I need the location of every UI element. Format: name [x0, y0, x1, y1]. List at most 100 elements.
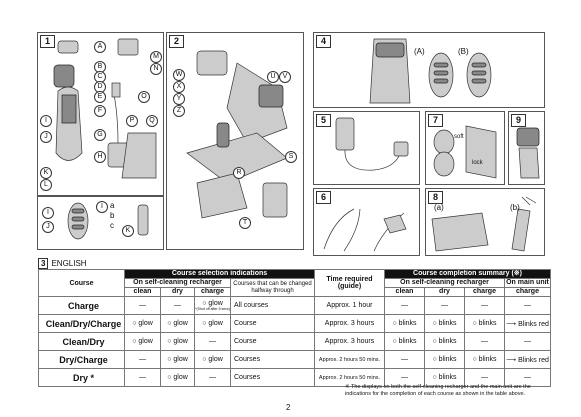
caption-a: (a) [434, 203, 444, 212]
label-i-sub: I [96, 201, 108, 213]
cell-halfway: Course [230, 332, 315, 351]
cell-dry: — [160, 296, 195, 315]
figure-panel-1-controls: I J I a b c K [37, 196, 164, 250]
figure-panel-8: 8 (a) (b) [425, 188, 545, 256]
label-o: O [138, 91, 150, 103]
cell-dry: ○ glow [160, 350, 195, 369]
cell-dry: ○ glow [160, 368, 195, 387]
label-g: G [94, 129, 106, 141]
cell-summary-dry: ○ blinks [424, 314, 465, 333]
label-n: N [150, 63, 162, 75]
cell-charge: — [194, 368, 231, 387]
label-j-lower: J [42, 221, 54, 233]
language-label: ENGLISH [51, 259, 87, 268]
cell-summary-clean: — [384, 368, 425, 387]
label-y: Y [173, 93, 185, 105]
cell-halfway: Courses [230, 368, 315, 387]
cell-clean: — [124, 296, 161, 315]
panel-number: 5 [316, 114, 331, 127]
cell-summary-dry: ○ blinks [424, 350, 465, 369]
cell-dry: ○ glow [160, 314, 195, 333]
label-i: I [40, 115, 52, 127]
cleaning-brush-illustration [323, 208, 407, 252]
cell-main-unit: — [503, 332, 552, 351]
cell-summary-dry: ○ blinks [424, 332, 465, 351]
control-panel-illustration [67, 202, 149, 240]
label-q: Q [146, 115, 158, 127]
col-charge-main: charge [503, 287, 552, 297]
label-v: V [279, 71, 291, 83]
cell-summary-clean: — [384, 296, 425, 315]
halfway-header: Courses that can be changed halfway thro… [230, 278, 315, 297]
selection-header: Course selection indications [124, 269, 315, 279]
label-j: J [40, 131, 52, 143]
cell-halfway: Course [230, 314, 315, 333]
label-s: S [285, 151, 297, 163]
cell-charge: ○ glow*(Shut off after 5 secs) [194, 296, 231, 315]
table-row: Charge——○ glow*(Shut off after 5 secs)Al… [38, 296, 552, 315]
cell-halfway: All courses [230, 296, 315, 315]
soft-lock-switch-illustration [433, 125, 497, 179]
cell-time: Approx. 2 hours 50 mins. [314, 350, 385, 369]
footnote: ※ The displays on both the self-cleaning… [345, 384, 531, 397]
course-table: Course Course selection indications Time… [38, 269, 552, 387]
cell-summary-clean: — [384, 350, 425, 369]
panel-number: 9 [511, 114, 526, 127]
sub-c: c [110, 221, 114, 230]
recharger-assembly-illustration [186, 50, 288, 219]
cell-summary-charge: — [464, 296, 505, 315]
label-i-lower: I [42, 207, 54, 219]
main-unit-header: On main unit [503, 278, 552, 288]
cell-halfway: Courses [230, 350, 315, 369]
col-clean-right: clean [384, 287, 425, 297]
panel-number: 6 [316, 191, 331, 204]
label-m: M [150, 51, 162, 63]
caption-a: (A) [414, 47, 425, 56]
cell-summary-dry: — [424, 296, 465, 315]
course-name: Clean/Dry [38, 332, 125, 351]
cell-dry: ○ glow [160, 332, 195, 351]
figure-panel-6: 6 [313, 188, 420, 256]
soft-label: soft [454, 134, 464, 140]
foil-cleaning-illustration [431, 196, 537, 252]
course-name: Dry/Charge [38, 350, 125, 369]
label-t: T [239, 217, 251, 229]
cell-charge: ○ glow [194, 314, 231, 333]
label-c: C [94, 71, 106, 83]
sub-a: a [110, 201, 115, 210]
cell-clean: — [124, 368, 161, 387]
panel-number: 4 [316, 35, 331, 48]
figure-panel-5: 5 [313, 111, 420, 185]
label-k: K [40, 167, 52, 179]
label-r: R [233, 167, 245, 179]
label-z: Z [173, 105, 185, 117]
label-x: X [173, 81, 185, 93]
sub-b: b [110, 211, 115, 220]
head-removal-illustration [516, 127, 540, 179]
figure-panel-7: 7 soft lock [425, 111, 505, 185]
label-l: L [40, 179, 52, 191]
caption-b: (B) [458, 47, 469, 56]
cell-time: Approx. 3 hours [314, 314, 385, 333]
cell-clean: ○ glow [124, 314, 161, 333]
caption-b: (b) [510, 203, 520, 212]
label-p: P [126, 115, 138, 127]
section-number: 3 [38, 258, 49, 269]
lock-label: lock [472, 160, 483, 166]
course-name: Clean/Dry/Charge [38, 314, 125, 333]
panel-number: 8 [428, 191, 443, 204]
cell-summary-charge: ○ blinks [464, 314, 505, 333]
figure-panel-4: 4 (A) (B) [313, 32, 545, 108]
time-header: Time required (guide) [314, 269, 385, 297]
cell-main-unit: — [503, 296, 552, 315]
label-k-lower: K [122, 225, 134, 237]
course-name: Dry * [38, 368, 125, 387]
label-e: E [94, 91, 106, 103]
col-dry: dry [160, 287, 195, 297]
self-clean-header: On self-cleaning recharger [124, 278, 231, 288]
label-f: F [94, 105, 106, 117]
